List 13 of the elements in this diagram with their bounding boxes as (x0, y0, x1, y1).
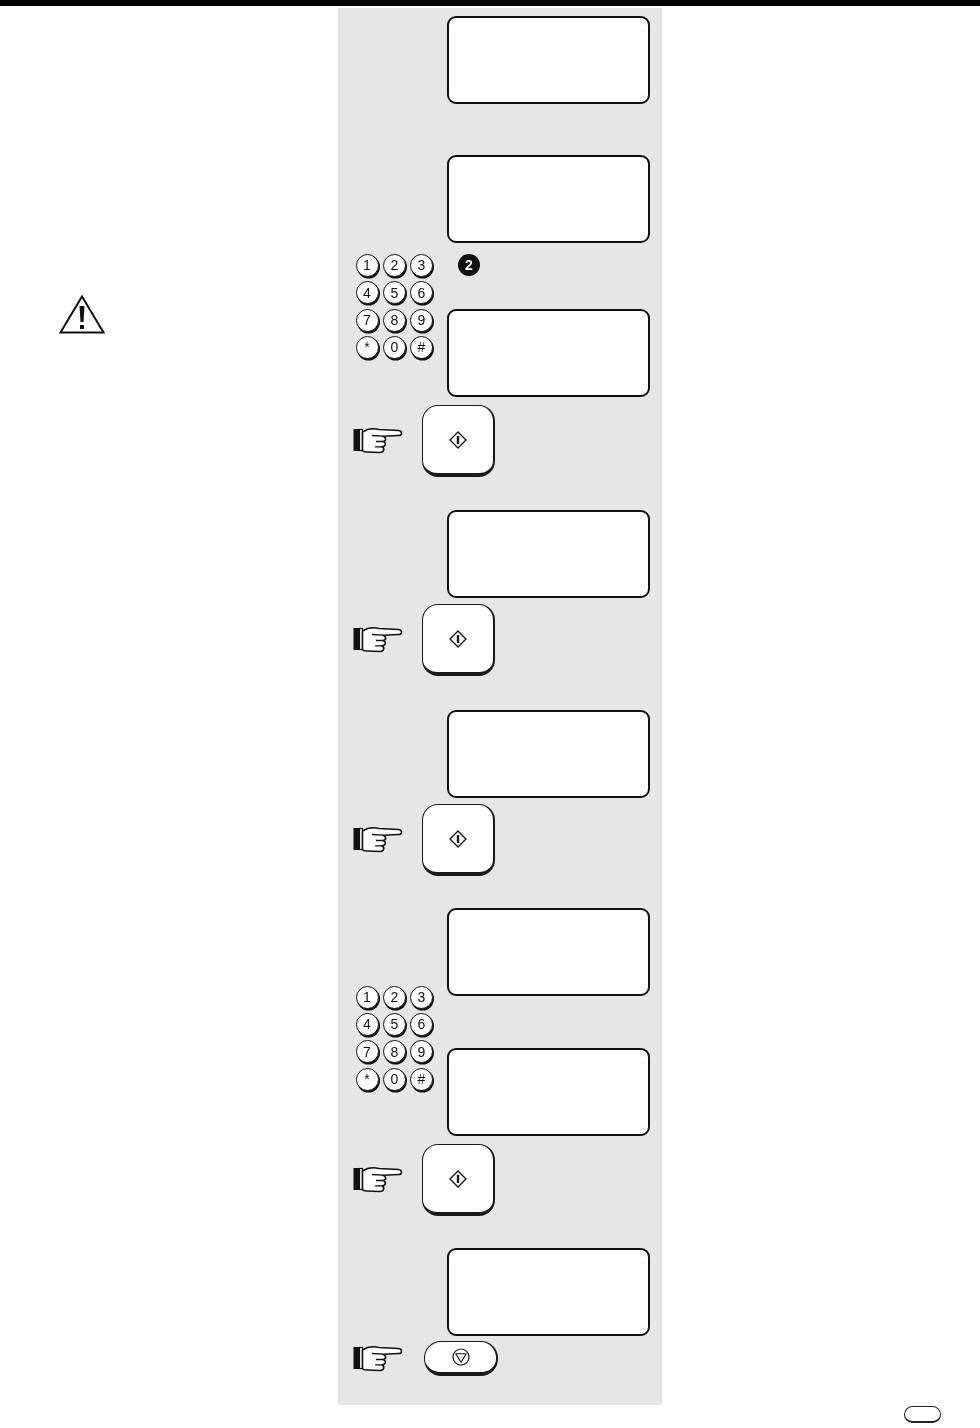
lcd-display (447, 710, 650, 798)
lcd-display (447, 155, 650, 243)
lcd-display (447, 1048, 650, 1136)
start-button (422, 405, 495, 477)
lcd-display (447, 16, 650, 104)
start-button (422, 604, 495, 676)
lcd-display (447, 1248, 650, 1336)
stop-button (424, 1341, 498, 1376)
start-button (422, 1144, 495, 1216)
start-button (422, 804, 495, 876)
lcd-display (447, 510, 650, 598)
lcd-display (447, 309, 650, 397)
lcd-display (447, 908, 650, 996)
